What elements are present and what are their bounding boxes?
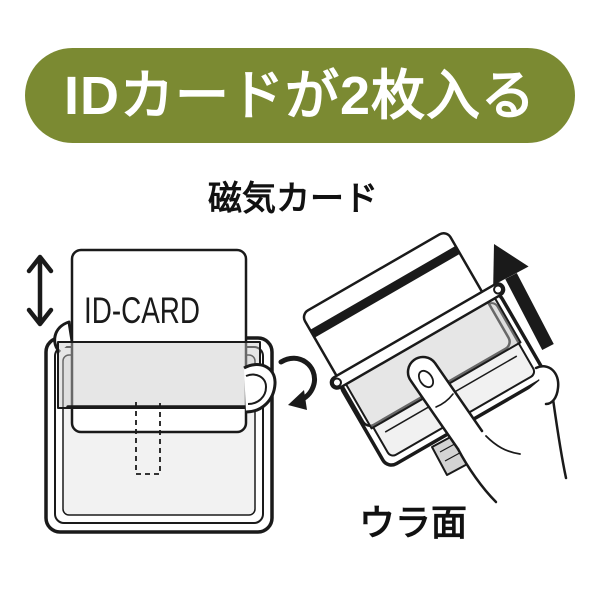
magnetic-stripe xyxy=(310,245,461,338)
holder-back-rivet-right xyxy=(493,284,504,295)
rotate-arrow-curve xyxy=(278,355,317,403)
hand-crease xyxy=(485,435,521,455)
hand-palm-edge-left xyxy=(456,447,498,504)
id-card-text: ID-CARD xyxy=(84,290,200,331)
updown-arrow-icon xyxy=(26,254,54,327)
hand xyxy=(406,355,568,504)
strap-slot-dashed xyxy=(135,402,161,475)
up-arrow-head xyxy=(493,244,529,286)
title-banner-text: IDカードが2枚入る xyxy=(63,65,537,126)
thumb-nail xyxy=(417,369,435,389)
holder-clip-right-inner xyxy=(245,373,267,405)
thumb-crease xyxy=(435,393,454,408)
back-side-label: ウラ面 xyxy=(358,502,467,543)
title-banner: IDカードが2枚入る xyxy=(25,48,575,143)
thumb-fill xyxy=(408,357,482,449)
holder-front-sleeve xyxy=(57,341,261,409)
hand-finger-right xyxy=(534,365,560,406)
updown-arrow-head-bottom xyxy=(26,307,54,327)
thumb-outline xyxy=(406,355,484,451)
rotate-arrow-head xyxy=(288,390,307,410)
card-holder-front: ID-CARD xyxy=(44,248,277,534)
magnetic-card-label: 磁気カード xyxy=(208,180,378,218)
holder-back-top-bar xyxy=(329,282,506,390)
holder-back-rivet-left xyxy=(331,377,342,388)
updown-arrow-head-top xyxy=(26,254,54,274)
hand-palm xyxy=(458,380,566,502)
rotate-arrow-icon xyxy=(278,355,317,410)
up-arrow-icon xyxy=(493,244,554,351)
up-arrow-shaft xyxy=(505,272,554,351)
holder-clip-right xyxy=(243,363,277,414)
